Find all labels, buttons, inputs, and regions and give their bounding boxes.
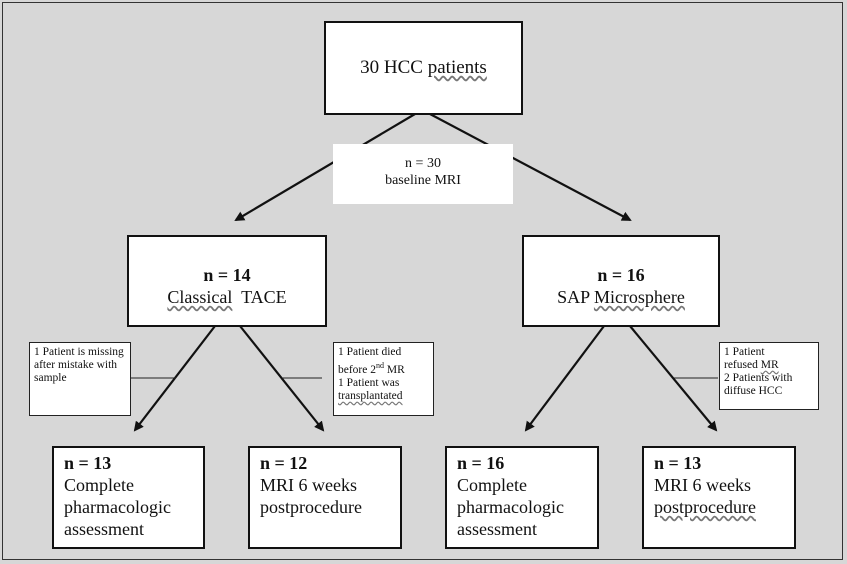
note-right-box: 1 Patient refused MR 2 Patients with dif…	[719, 342, 819, 410]
root-word: patients	[427, 57, 487, 78]
note-left-box: 1 Patient is missing after mistake with …	[29, 342, 131, 416]
leaf-c-line2: pharmacologic	[457, 497, 564, 517]
note-mid-line1: 1 Patient died	[338, 346, 402, 358]
leaf-a-line1: Complete	[64, 475, 134, 495]
arrow-right-c	[524, 325, 605, 432]
root-box: 30 HCC patients	[324, 21, 523, 115]
arrow-left-b	[239, 325, 325, 432]
leaf-box-a: n = 13 Complete pharmacologic assessment	[52, 446, 205, 549]
leaf-box-c: n = 16 Complete pharmacologic assessment	[445, 446, 599, 549]
note-mid-line4: transplantated	[338, 389, 403, 402]
arm-left-label: Classical TACE	[167, 287, 287, 307]
leaf-d-n: n = 13	[654, 453, 702, 473]
leaf-c-line1: Complete	[457, 475, 527, 495]
leaf-b-n: n = 12	[260, 453, 308, 473]
note-left-text: 1 Patient is missing after mistake with …	[34, 346, 124, 384]
arm-right-n: n = 16	[597, 265, 645, 285]
note-mid-box: 1 Patient died before 2nd MR 1 Patient w…	[333, 342, 434, 416]
arm-box-sap-microsphere: n = 16 SAP Microsphere	[522, 235, 720, 327]
root-prefix: 30 HCC	[360, 57, 428, 78]
leaf-b-line1: MRI 6 weeks	[260, 475, 357, 495]
arrow-right-d	[629, 325, 718, 432]
leaf-d-line2: postprocedure	[654, 497, 756, 517]
arrow-root-right	[429, 113, 632, 221]
split-note-n: n = 30	[405, 156, 441, 171]
leaf-box-b: n = 12 MRI 6 weeks postprocedure	[248, 446, 402, 549]
arm-left-n: n = 14	[203, 265, 251, 285]
leaf-a-n: n = 13	[64, 453, 112, 473]
note-right-line2: refused MR	[724, 359, 779, 371]
arrow-root-left	[234, 113, 416, 222]
split-note-label: baseline MRI	[385, 173, 461, 188]
leaf-a-line2: pharmacologic	[64, 497, 171, 517]
leaf-box-d: n = 13 MRI 6 weeks postprocedure	[642, 446, 796, 549]
note-mid-line2: before 2nd MR	[338, 361, 405, 376]
leaf-b-line2: postprocedure	[260, 497, 362, 517]
split-note: n = 30 baseline MRI	[333, 144, 513, 204]
arm-box-classical-tace: n = 14 Classical TACE	[127, 235, 327, 327]
leaf-c-line3: assessment	[457, 519, 537, 539]
note-right-line3: 2 Patients with	[724, 372, 793, 384]
leaf-c-n: n = 16	[457, 453, 505, 473]
note-right-line4: diffuse HCC	[724, 385, 783, 397]
note-right-line1: 1 Patient	[724, 346, 765, 358]
note-mid-line3: 1 Patient was	[338, 376, 400, 389]
leaf-d-line1: MRI 6 weeks	[654, 475, 751, 495]
leaf-a-line3: assessment	[64, 519, 144, 539]
arm-right-label: SAP Microsphere	[557, 287, 685, 307]
